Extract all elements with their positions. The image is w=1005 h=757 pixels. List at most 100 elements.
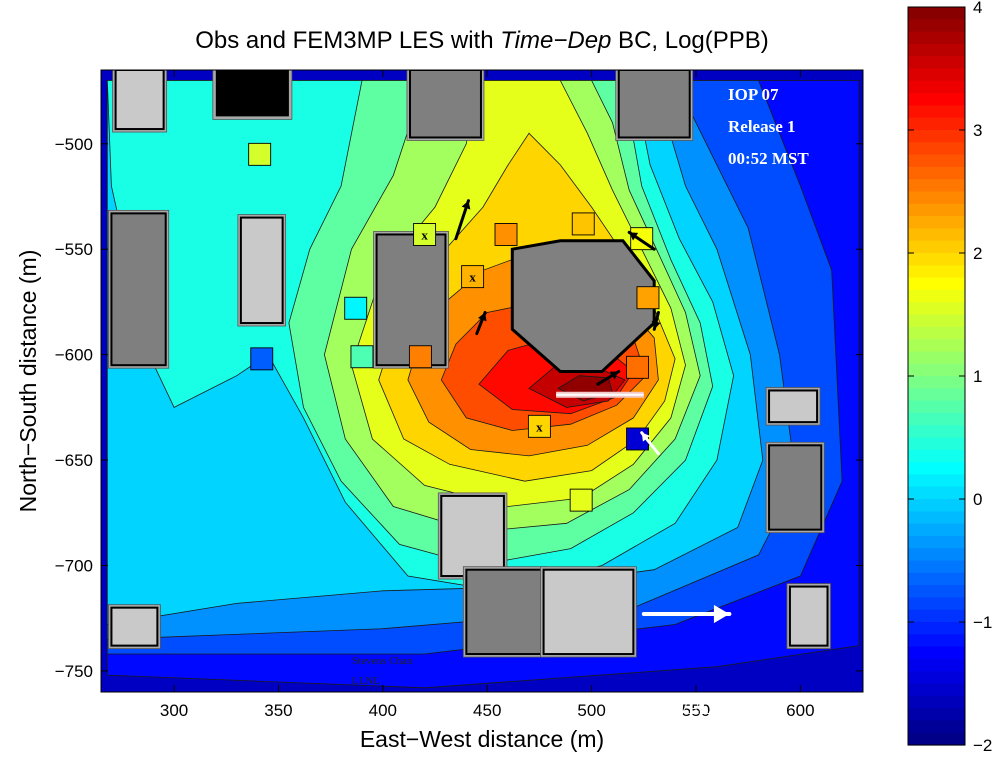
colorbar-segment <box>908 708 965 721</box>
colorbar-segment <box>908 412 965 426</box>
colorbar-segment <box>908 265 965 279</box>
observation-x-mark: x <box>536 419 543 434</box>
colorbar-segment <box>908 560 965 574</box>
colorbar-segment <box>908 253 965 266</box>
colorbar-tick-label: −1 <box>973 613 992 632</box>
title-prefix: Obs and FEM3MP LES with <box>195 27 500 54</box>
building <box>542 568 635 656</box>
x-tick-label: 500 <box>577 701 605 720</box>
observation-marker <box>461 265 485 289</box>
building <box>768 389 819 424</box>
colorbar-segment <box>908 191 965 205</box>
y-axis-label: North−South distance (m) <box>15 250 41 513</box>
wind-vector-arrow-head <box>651 320 661 330</box>
velocity-unit-label: 1 m/sec <box>676 722 730 741</box>
observation-x-mark: x <box>421 227 428 242</box>
colorbar-segment <box>908 228 965 242</box>
colorbar-segment <box>908 486 965 500</box>
y-tick-label: −650 <box>55 451 93 470</box>
colorbar-segment <box>908 609 965 623</box>
y-tick-label: −500 <box>55 135 93 154</box>
colorbar-segment <box>908 7 965 20</box>
colorbar-tick-label: −2 <box>973 736 992 755</box>
colorbar-segment <box>908 425 965 439</box>
observation-x-mark: x <box>469 270 476 285</box>
colorbar-segment <box>908 154 965 168</box>
building <box>788 585 829 647</box>
plot-frame <box>100 69 864 693</box>
colorbar-tick-label: 1 <box>973 367 982 386</box>
plot-area: x x x <box>101 70 863 692</box>
observation-marker <box>636 286 660 310</box>
colorbar-segment <box>908 499 965 512</box>
building <box>215 70 289 117</box>
colorbar-segment <box>908 535 965 549</box>
x-axis-label: East−West distance (m) <box>360 726 604 752</box>
colorbar-segment <box>908 240 965 254</box>
wind-vector-arrow-head <box>629 232 639 241</box>
colorbar-segment <box>908 142 965 156</box>
colorbar-segment <box>908 597 965 611</box>
colorbar-segment <box>908 56 965 70</box>
x-tick-label: 400 <box>369 701 397 720</box>
observation-marker <box>413 223 437 246</box>
annotation-time: 00:52 MST <box>728 149 809 168</box>
observation-marker <box>571 212 595 236</box>
colorbar-segment <box>908 117 965 131</box>
annotation-iop: IOP 07 <box>728 85 779 104</box>
x-tick-label: 550 <box>682 701 710 720</box>
x-tick-label: 450 <box>473 701 501 720</box>
observation-marker <box>527 414 551 438</box>
wind-vector-arrow-head <box>478 312 487 322</box>
colorbar-segment <box>908 462 965 475</box>
colorbar-segment <box>908 449 965 463</box>
building <box>110 606 159 647</box>
chart-title: Obs and FEM3MP LES with Time−Dep BC, Log… <box>195 27 769 54</box>
colorbar-segment <box>908 523 965 537</box>
y-tick-label: −600 <box>55 346 93 365</box>
colorbar-segment <box>908 351 965 365</box>
colorbar-segment <box>908 43 965 57</box>
colorbar-segment <box>908 203 965 217</box>
observation-marker <box>250 347 274 371</box>
velocity-label: VEL: <box>676 699 717 718</box>
colorbar-segment <box>908 179 965 193</box>
y-tick-label: −550 <box>55 240 93 259</box>
colorbar-segment <box>908 634 965 648</box>
wind-vector-arrow-head <box>461 200 471 210</box>
observation-marker <box>248 142 272 166</box>
building <box>440 494 505 578</box>
colorbar-tick-label: 4 <box>973 0 982 17</box>
colorbar-segment <box>908 363 965 377</box>
observation-marker <box>408 345 432 369</box>
colorbar-segment <box>908 548 965 562</box>
y-tick-label: −700 <box>55 556 93 575</box>
colorbar-segment <box>908 326 965 340</box>
colorbar-segment <box>908 68 965 82</box>
observation-marker <box>350 345 374 369</box>
building <box>465 568 545 656</box>
title-suffix: BC, Log(PPB) <box>611 27 768 54</box>
colorbar-segment <box>908 720 965 734</box>
y-axis-ticks: −500−550−600−650−700−750 <box>55 135 863 681</box>
colorbar-segment <box>908 511 965 525</box>
colorbar-segment <box>908 216 965 229</box>
colorbar-segment <box>908 658 965 672</box>
wind-vector-layer <box>454 199 732 624</box>
credit-org: LLNL <box>352 675 380 687</box>
colorbar-segment <box>908 671 965 685</box>
colorbar-segment <box>908 105 965 119</box>
observation-marker <box>494 223 518 246</box>
colorbar-segment <box>908 622 965 635</box>
colorbar-segment <box>908 19 965 33</box>
wind-vector-arrow-head <box>609 371 619 380</box>
colorbar-segment <box>908 31 965 45</box>
colorbar-tick-label: 3 <box>973 121 982 140</box>
colorbar-segment <box>908 437 965 451</box>
wind-vector-arrow-head <box>641 432 651 442</box>
colorbar-segment <box>908 572 965 586</box>
observation-marker <box>626 355 649 379</box>
colorbar-segment <box>908 400 965 414</box>
credit-name: Stevens Chan <box>352 655 413 667</box>
